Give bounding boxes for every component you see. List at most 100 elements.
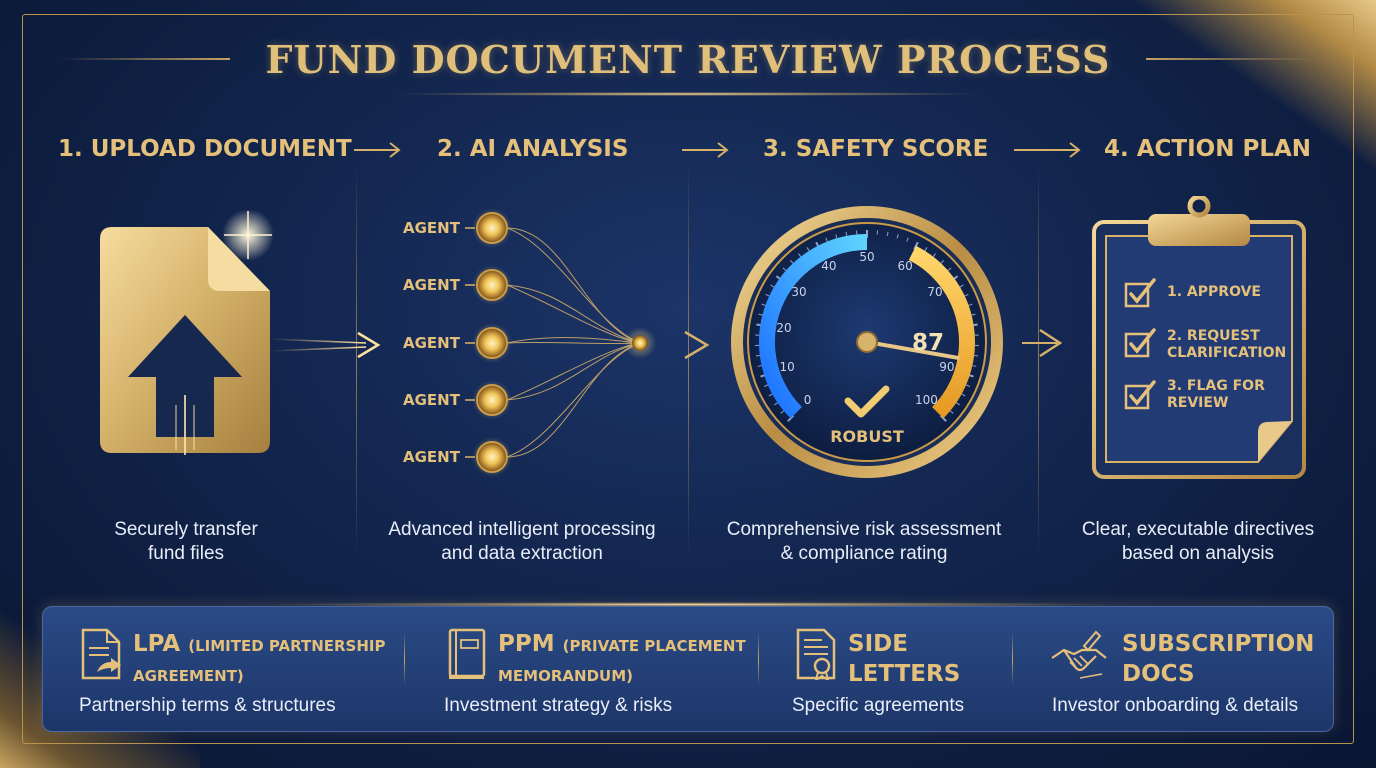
- checkbox-checked-icon: [1124, 278, 1156, 308]
- doc-title-ppm: PPM (PRIVATE PLACEMENT MEMORANDUM): [498, 630, 746, 690]
- doc-card-side-letters: SIDE LETTERS Specific agreements: [792, 620, 1004, 724]
- gauge-tick: [782, 267, 787, 271]
- gauge-tick-label: 50: [859, 250, 875, 264]
- doc-title-sub-line2: DOCS: [1122, 661, 1195, 687]
- divider-3: [1038, 160, 1039, 560]
- action-text-1: 1. APPROVE: [1167, 284, 1261, 300]
- step-arrow-3-icon: [1014, 142, 1081, 158]
- doc-title-sub-main: SUBSCRIPTION: [1122, 631, 1315, 657]
- step-2-desc-line2: and data extraction: [441, 543, 603, 564]
- panel-glow: [250, 602, 1130, 607]
- action-plan-clipboard: 1. APPROVE 2. REQUEST CLARIFICATION 3. F…: [1090, 196, 1310, 481]
- gauge-tick: [780, 410, 785, 414]
- doc-title-side-letters: SIDE LETTERS: [848, 630, 960, 688]
- agreement-document-icon: [81, 628, 121, 680]
- gauge-tick: [797, 253, 802, 257]
- upload-document-icon: [100, 209, 274, 455]
- step-4-label: 4. ACTION PLAN: [1104, 136, 1312, 162]
- gauge-tick: [959, 284, 964, 288]
- checkbox-checked-icon: [1124, 380, 1156, 410]
- doc-card-lpa: LPA (LIMITED PARTNERSHIP AGREEMENT) Part…: [79, 620, 399, 724]
- gauge-tick: [956, 402, 960, 406]
- step-4-desc-line1: Clear, executable directives: [1081, 519, 1315, 540]
- gauge-tick-label: 10: [779, 359, 795, 374]
- gauge-tick: [886, 231, 889, 237]
- doc-title-lpa-main: LPA: [133, 631, 181, 657]
- page-title: FUND DOCUMENT REVIEW PROCESS: [265, 36, 1111, 82]
- doc-desc-ppm: Investment strategy & risks: [444, 695, 673, 716]
- gauge-tick: [770, 284, 775, 288]
- gauge-tick: [757, 365, 762, 367]
- action-text-2a: 2. REQUEST: [1167, 328, 1260, 344]
- gauge-tick: [768, 393, 773, 397]
- agent-label-1: AGENT: [403, 219, 460, 237]
- gauge-tick: [932, 253, 937, 257]
- step-3-description: Comprehensive risk assessment & complian…: [714, 518, 1014, 566]
- step-1-desc-line2: fund files: [147, 543, 225, 564]
- flow-arrow-1-icon: [270, 331, 381, 359]
- gauge-tick: [835, 234, 838, 239]
- gauge-tick-label: 0: [803, 393, 812, 408]
- agent-label-5: AGENT: [403, 448, 460, 466]
- gauge-tick: [896, 234, 899, 239]
- gauge-tick: [940, 260, 945, 264]
- doc-title-lpa: LPA (LIMITED PARTNERSHIP AGREEMENT): [133, 630, 386, 690]
- flow-arrow-2-icon: [684, 330, 710, 360]
- doc-title-ppm-main: PPM: [498, 631, 555, 657]
- gauge-tick: [961, 393, 966, 397]
- gauge-arc-high: [908, 245, 975, 419]
- gauge-arc-low: [759, 234, 868, 419]
- gauge-tick: [764, 384, 769, 387]
- panel-separator-3: [1012, 632, 1013, 686]
- gauge-tick: [971, 313, 976, 316]
- step-2-description: Advanced intelligent processing and data…: [372, 518, 672, 566]
- step-1-desc-line1: Securely transfer: [114, 519, 258, 540]
- step-3-desc-line1: Comprehensive risk assessment: [726, 519, 1002, 540]
- gauge-tick: [906, 237, 909, 242]
- gauge-tick-label: 60: [897, 259, 913, 274]
- gauge-tick: [949, 410, 954, 414]
- step-2-desc-line1: Advanced intelligent processing: [388, 519, 656, 540]
- gauge-tick: [968, 303, 973, 306]
- doc-title-ppm-sub: (PRIVATE PLACEMENT: [562, 637, 746, 655]
- gauge-tick: [761, 303, 766, 306]
- step-4-desc-line2: based on analysis: [1121, 543, 1275, 564]
- doc-card-ppm: PPM (PRIVATE PLACEMENT MEMORANDUM) Inves…: [444, 620, 754, 724]
- agent-network: AGENT AGENT AGENT AGENT AGENT: [395, 205, 665, 480]
- memorandum-book-icon: [448, 628, 486, 679]
- gauge-tick: [806, 247, 810, 252]
- gauge-dial: [731, 206, 1003, 478]
- gauge-ticks: [755, 230, 979, 422]
- gauge-needle: [865, 340, 960, 360]
- gauge-tick: [947, 267, 952, 271]
- title-rule-left: [59, 58, 230, 60]
- title-row: FUND DOCUMENT REVIEW PROCESS: [0, 32, 1376, 86]
- gauge-tick-label: 100: [914, 393, 938, 408]
- gauge-tick-label: 30: [791, 284, 807, 299]
- gauge-tick: [974, 355, 979, 357]
- gauge-tick: [755, 355, 760, 357]
- title-rule-right: [1146, 58, 1317, 60]
- doc-title-side-line2: LETTERS: [848, 661, 961, 687]
- gauge-tick-label: 90: [939, 359, 955, 374]
- gauge-tick: [825, 237, 828, 242]
- checkbox-checked-icon: [1124, 328, 1156, 358]
- doc-desc-side-letters: Specific agreements: [792, 695, 965, 716]
- divider-1: [356, 160, 357, 560]
- gauge-tick-label: 20: [776, 320, 792, 335]
- check-icon: [844, 385, 890, 418]
- handshake-pen-icon: [1051, 630, 1107, 679]
- divider-2: [688, 160, 689, 560]
- gauge-tick: [845, 231, 848, 237]
- gauge-tick: [972, 365, 977, 367]
- step-arrow-1-icon: [354, 142, 401, 158]
- agent-connections: [465, 208, 656, 477]
- gauge-tick: [765, 293, 770, 297]
- gauge-tick: [913, 241, 919, 250]
- gold-frame: [22, 14, 1354, 744]
- gauge-tick-label: 70: [927, 284, 943, 299]
- doc-card-subscription: SUBSCRIPTION DOCS Investor onboarding & …: [1051, 620, 1332, 724]
- step-3-desc-line2: & compliance rating: [780, 543, 948, 564]
- certificate-document-icon: [796, 628, 836, 680]
